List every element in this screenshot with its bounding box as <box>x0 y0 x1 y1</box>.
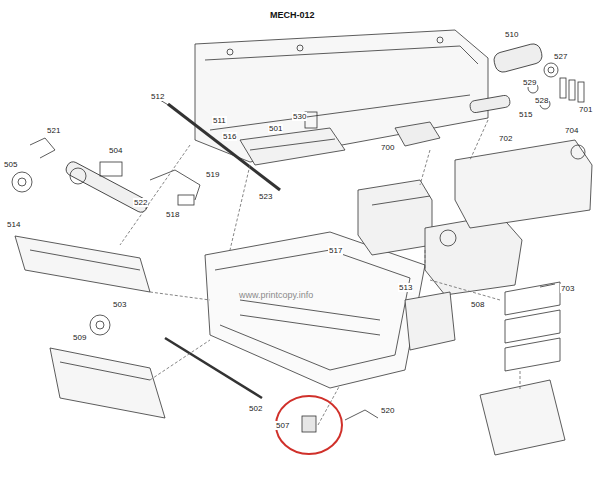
watermark: www.printcopy.info <box>238 291 314 300</box>
callout-number: 507 <box>275 421 290 430</box>
callout-number: 503 <box>112 300 127 309</box>
callout-number: 530 <box>292 112 307 121</box>
callout-number: 701 <box>578 105 593 114</box>
callout-number: 509 <box>72 333 87 342</box>
callout-number: 502 <box>248 404 263 413</box>
callout-number: 516 <box>222 132 237 141</box>
callout-number: 505 <box>3 160 18 169</box>
callout-number: 527 <box>553 52 568 61</box>
callout-number: 528 <box>534 96 549 105</box>
callout-number: 518 <box>165 210 180 219</box>
callout-number: 515 <box>518 110 533 119</box>
callout-number: 501 <box>268 124 283 133</box>
callout-number: 523 <box>258 192 273 201</box>
callout-number: 512 <box>150 92 165 101</box>
callout-number: 513 <box>398 283 413 292</box>
callout-number: 522 <box>133 198 148 207</box>
callout-number: 510 <box>504 30 519 39</box>
callout-number: 703 <box>560 284 575 293</box>
callout-number: 520 <box>380 406 395 415</box>
callout-number: 521 <box>46 126 61 135</box>
callout-number: 511 <box>212 116 227 125</box>
callout-number: 504 <box>108 146 123 155</box>
callout-number: 702 <box>498 134 513 143</box>
callout-number: 517 <box>328 246 343 255</box>
callout-number: 704 <box>564 126 579 135</box>
title: MECH-012 <box>270 10 315 20</box>
callout-number: 700 <box>380 143 395 152</box>
callout-number: 508 <box>470 300 485 309</box>
callout-number: 529 <box>522 78 537 87</box>
callout-number: 519 <box>205 170 220 179</box>
callout-number: 514 <box>6 220 21 229</box>
